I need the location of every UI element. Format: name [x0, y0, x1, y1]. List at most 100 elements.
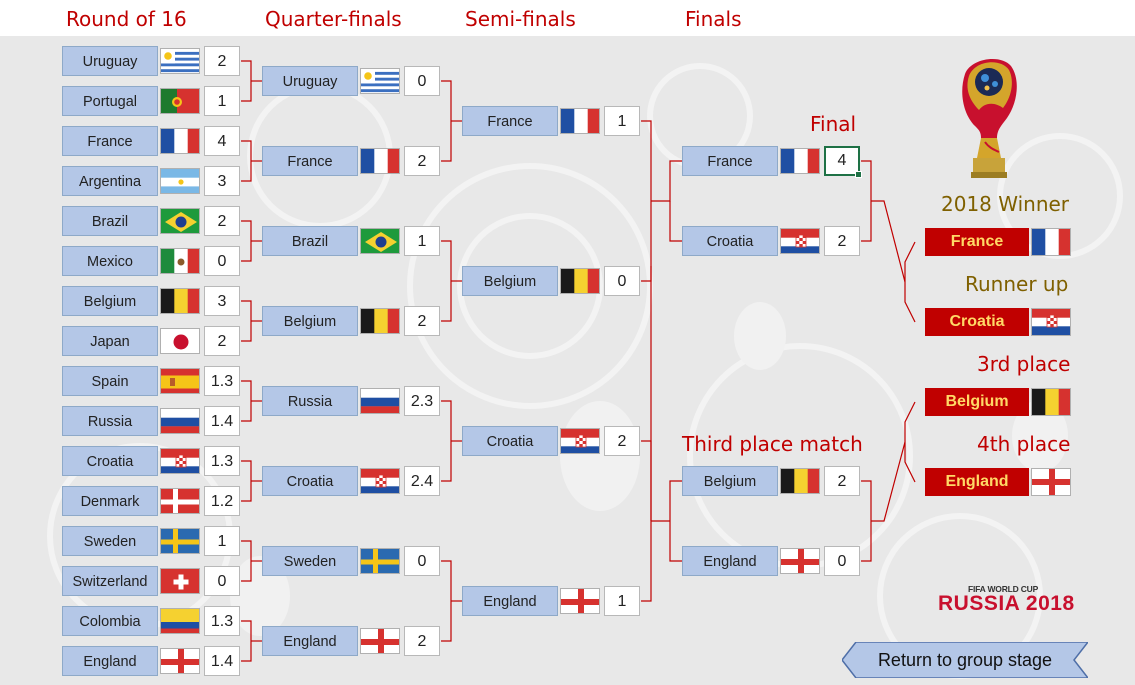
mexico-flag-icon [160, 248, 200, 274]
score-cell[interactable]: 2 [404, 306, 440, 336]
uruguay-flag-icon [360, 68, 400, 94]
team-name-cell[interactable]: Japan [62, 326, 158, 356]
croatia-flag-icon [780, 228, 820, 254]
belgium-flag-icon [160, 288, 200, 314]
team-name-cell[interactable]: Belgium [682, 466, 778, 496]
score-cell[interactable]: 2 [204, 46, 240, 76]
score-cell[interactable]: 2 [204, 326, 240, 356]
team-name-cell[interactable]: Argentina [62, 166, 158, 196]
score-cell[interactable]: 1 [204, 86, 240, 116]
stage-header-semi: Semi-finals [465, 7, 576, 31]
brazil-flag-icon [360, 228, 400, 254]
team-name-cell[interactable]: France [262, 146, 358, 176]
score-cell[interactable]: 0 [824, 546, 860, 576]
team-name-cell[interactable]: Croatia [262, 466, 358, 496]
score-cell[interactable]: 2 [824, 466, 860, 496]
england-flag-icon [780, 548, 820, 574]
third-place-flag-icon [1031, 388, 1071, 416]
team-name-cell[interactable]: France [682, 146, 778, 176]
return-to-group-stage-button[interactable]: Return to group stage [842, 642, 1088, 678]
france-flag-icon [360, 148, 400, 174]
score-cell[interactable]: 1 [204, 526, 240, 556]
return-button-label: Return to group stage [877, 650, 1053, 670]
team-name-cell[interactable]: Spain [62, 366, 158, 396]
score-cell[interactable]: 2 [204, 206, 240, 236]
score-cell[interactable]: 1.2 [204, 486, 240, 516]
team-name-cell[interactable]: Uruguay [262, 66, 358, 96]
stage-header-round16: Round of 16 [66, 7, 187, 31]
team-name-cell[interactable]: England [462, 586, 558, 616]
england-flag-icon [360, 628, 400, 654]
score-cell[interactable]: 1 [604, 586, 640, 616]
croatia-flag-icon [160, 448, 200, 474]
team-name-cell[interactable]: Belgium [62, 286, 158, 316]
score-cell[interactable]: 2 [404, 626, 440, 656]
score-cell[interactable]: 3 [204, 286, 240, 316]
team-name-cell[interactable]: Sweden [262, 546, 358, 576]
score-cell[interactable]: 0 [604, 266, 640, 296]
score-cell[interactable]: 1.4 [204, 406, 240, 436]
score-cell[interactable]: 2.3 [404, 386, 440, 416]
fourth-place-flag-icon [1031, 468, 1071, 496]
colombia-flag-icon [160, 608, 200, 634]
score-cell[interactable]: 2.4 [404, 466, 440, 496]
team-name-cell[interactable]: Colombia [62, 606, 158, 636]
team-name-cell[interactable]: Russia [262, 386, 358, 416]
team-name-cell[interactable]: Croatia [462, 426, 558, 456]
team-name-cell[interactable]: Sweden [62, 526, 158, 556]
team-name-cell[interactable]: Portugal [62, 86, 158, 116]
score-cell[interactable]: 0 [204, 246, 240, 276]
score-cell[interactable]: 0 [404, 66, 440, 96]
team-name-cell[interactable]: Brazil [62, 206, 158, 236]
croatia-flag-icon [360, 468, 400, 494]
score-cell[interactable]: 2 [404, 146, 440, 176]
russia-flag-icon [360, 388, 400, 414]
score-cell[interactable]: 2 [604, 426, 640, 456]
team-name-cell[interactable]: Brazil [262, 226, 358, 256]
winner-label: 2018 Winner [941, 192, 1070, 216]
fourth-place-team-name: England [925, 468, 1029, 496]
team-name-cell[interactable]: Mexico [62, 246, 158, 276]
score-cell[interactable]: 3 [204, 166, 240, 196]
score-cell[interactable]: 4 [824, 146, 862, 178]
score-cell[interactable]: 1.4 [204, 646, 240, 676]
score-cell[interactable]: 1.3 [204, 446, 240, 476]
team-name-cell[interactable]: Uruguay [62, 46, 158, 76]
score-cell[interactable]: 0 [204, 566, 240, 596]
switzerland-flag-icon [160, 568, 200, 594]
france-flag-icon [560, 108, 600, 134]
third-place-label: Third place match [682, 432, 863, 456]
score-cell[interactable]: 1 [404, 226, 440, 256]
score-cell[interactable]: 2 [824, 226, 860, 256]
team-name-cell[interactable]: France [462, 106, 558, 136]
score-cell[interactable]: 1.3 [204, 366, 240, 396]
belgium-flag-icon [360, 308, 400, 334]
argentina-flag-icon [160, 168, 200, 194]
croatia-flag-icon [560, 428, 600, 454]
team-name-cell[interactable]: Belgium [462, 266, 558, 296]
team-name-cell[interactable]: Croatia [682, 226, 778, 256]
winner-flag-icon [1031, 228, 1071, 256]
team-name-cell[interactable]: France [62, 126, 158, 156]
score-cell[interactable]: 4 [204, 126, 240, 156]
team-name-cell[interactable]: England [682, 546, 778, 576]
team-name-cell[interactable]: Switzerland [62, 566, 158, 596]
team-name-cell[interactable]: England [262, 626, 358, 656]
team-name-cell[interactable]: Croatia [62, 446, 158, 476]
world-cup-logo-small: FIFA WORLD CUP [968, 584, 1039, 594]
team-name-cell[interactable]: Belgium [262, 306, 358, 336]
team-name-cell[interactable]: Denmark [62, 486, 158, 516]
uruguay-flag-icon [160, 48, 200, 74]
brazil-flag-icon [160, 208, 200, 234]
sweden-flag-icon [360, 548, 400, 574]
score-cell[interactable]: 1 [604, 106, 640, 136]
team-name-cell[interactable]: Russia [62, 406, 158, 436]
runner-up-team-name: Croatia [925, 308, 1029, 336]
score-cell[interactable]: 1.3 [204, 606, 240, 636]
score-cell[interactable]: 0 [404, 546, 440, 576]
team-name-cell[interactable]: England [62, 646, 158, 676]
runner-up-label: Runner up [965, 272, 1069, 296]
header-bar [0, 0, 1135, 36]
england-flag-icon [560, 588, 600, 614]
spain-flag-icon [160, 368, 200, 394]
